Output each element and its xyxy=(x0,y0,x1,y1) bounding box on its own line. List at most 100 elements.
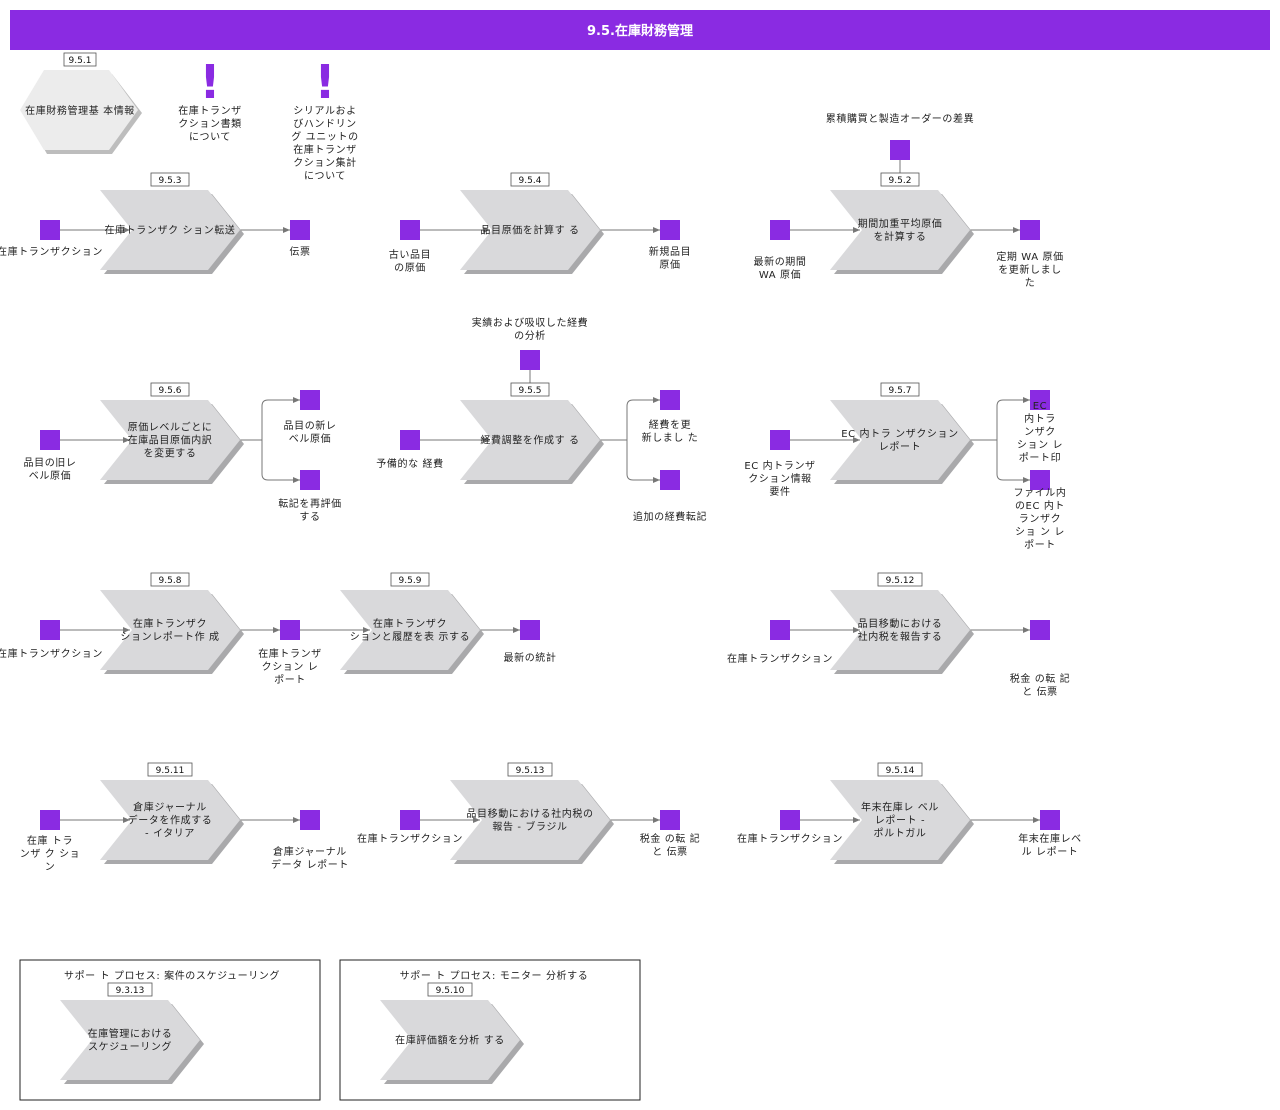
connector xyxy=(238,397,300,441)
output-event[interactable] xyxy=(660,470,680,490)
process-label: 経費調整を作成す る xyxy=(480,434,579,447)
connector xyxy=(598,397,660,441)
process-id-box xyxy=(510,382,550,397)
input-label: 在庫トランザクション xyxy=(0,647,103,660)
trigger-event[interactable] xyxy=(890,140,910,160)
process-chevron xyxy=(460,400,600,480)
output-event[interactable] xyxy=(660,220,680,240)
input-label: 在庫トランザクション xyxy=(727,652,833,665)
support-box-scheduling: サポー ト プロセス: 案件のスケジューリング xyxy=(19,959,321,1101)
info-label: 在庫財務管理基 本情報 xyxy=(25,104,135,117)
process-chevron xyxy=(450,780,610,860)
process-chevron xyxy=(100,780,240,860)
process-label: 原価レベルごとに在庫品目原価内訳を変更する xyxy=(128,421,213,460)
output-label: 追加の経費転記 xyxy=(633,510,707,523)
input-event[interactable] xyxy=(40,620,60,640)
process-id: 9.5.11 xyxy=(156,766,185,776)
output-label: 最新の統計 xyxy=(504,651,557,664)
input-event[interactable] xyxy=(40,430,60,450)
input-event[interactable] xyxy=(40,220,60,240)
output-event[interactable] xyxy=(300,470,320,490)
header-bar xyxy=(10,10,1270,50)
output-event[interactable] xyxy=(1030,390,1050,410)
input-label: 予備的な 経費 xyxy=(376,457,443,470)
process-id-box xyxy=(150,382,190,397)
output-event[interactable] xyxy=(520,620,540,640)
process-id-box xyxy=(510,172,550,187)
process-id-box xyxy=(880,172,920,187)
process-label: 品目移動における社内税を報告する xyxy=(858,617,943,643)
info-hexagon[interactable]: 9.5.1 在庫財務管理基 本情報 xyxy=(20,52,142,154)
output-label: 税金 の転 記と 伝票 xyxy=(1010,672,1071,698)
output-event[interactable] xyxy=(1020,220,1040,240)
output-label: 在庫トランザクション レポート xyxy=(258,647,322,686)
process-id: 9.5.2 xyxy=(889,176,912,186)
connector xyxy=(968,397,1030,441)
process-9-5-6[interactable]: 品目の旧レベル原価原価レベルごとに在庫品目原価内訳を変更する9.5.6品目の新レ… xyxy=(24,382,342,523)
exclamation-icon: ! xyxy=(315,55,336,109)
support-box-title: サポー ト プロセス: 案件のスケジューリング xyxy=(64,969,280,982)
input-label: 在庫 トランザ ク ション xyxy=(20,834,81,873)
output-event[interactable] xyxy=(660,390,680,410)
process-chevron xyxy=(830,190,970,270)
process-id-box xyxy=(147,762,193,777)
output-event[interactable] xyxy=(1030,620,1050,640)
output-event[interactable] xyxy=(1030,470,1050,490)
process-id: 9.5.13 xyxy=(516,766,545,776)
input-event[interactable] xyxy=(770,220,790,240)
info-hexagon-shape xyxy=(20,70,138,150)
input-event[interactable] xyxy=(400,810,420,830)
support-process-9-5-10[interactable]: 在庫評価額を分析 する9.5.10 xyxy=(380,982,524,1084)
process-chevron xyxy=(340,590,480,670)
diagram-layer: 在庫トランザクション在庫トランザク ション転送9.5.3伝票古い品目の原価品目原… xyxy=(0,112,1082,1084)
connector xyxy=(238,439,300,483)
output-event[interactable] xyxy=(280,620,300,640)
process-chevron xyxy=(830,590,970,670)
input-event[interactable] xyxy=(40,810,60,830)
page-title: 9.5.在庫財務管理 xyxy=(587,23,693,39)
output-event[interactable] xyxy=(300,810,320,830)
output-event[interactable] xyxy=(290,220,310,240)
process-id-box xyxy=(150,572,190,587)
output-label: ファイル内のEC 内トランザクショ ン レポート xyxy=(1014,486,1067,551)
process-label: 在庫トランザクションレポート作 成 xyxy=(120,617,219,643)
process-label: 在庫トランザクションと履歴を表 示する xyxy=(350,617,470,643)
input-event[interactable] xyxy=(400,430,420,450)
process-id-box xyxy=(150,172,190,187)
process-9-5-8[interactable]: 在庫トランザクション 在庫トランザクションレポート作 成 9.5.8 在庫トランザクシ… xyxy=(0,572,322,686)
process-id-box xyxy=(877,572,923,587)
support-box-frame xyxy=(339,959,641,1101)
output-event[interactable] xyxy=(660,810,680,830)
input-label: 古い品目の原価 xyxy=(389,248,431,274)
process-label: 在庫管理におけるスケジューリング xyxy=(88,1027,173,1053)
note-transaction-documents[interactable]: ! 在庫トランザクション書類について xyxy=(178,55,242,143)
support-box-monitor: サポー ト プロセス: モニター 分析する xyxy=(339,959,641,1101)
exclamation-icon: ! xyxy=(200,55,221,109)
output-event[interactable] xyxy=(1040,810,1060,830)
connector xyxy=(968,439,1030,483)
input-event[interactable] xyxy=(400,220,420,240)
process-label: 期間加重平均原価を計算する xyxy=(858,217,943,243)
process-id: 9.5.14 xyxy=(886,766,915,776)
process-id: 9.5.8 xyxy=(159,576,182,586)
input-event[interactable] xyxy=(770,430,790,450)
input-event[interactable] xyxy=(780,810,800,830)
note-serial-handling-units[interactable]: ! シリアルおよびハンドリング ユニットの在庫トランザクション集計について xyxy=(291,55,358,182)
output-event[interactable] xyxy=(300,390,320,410)
process-label: 在庫トランザク ション転送 xyxy=(105,224,236,237)
input-event[interactable] xyxy=(770,620,790,640)
trigger-event[interactable] xyxy=(520,350,540,370)
